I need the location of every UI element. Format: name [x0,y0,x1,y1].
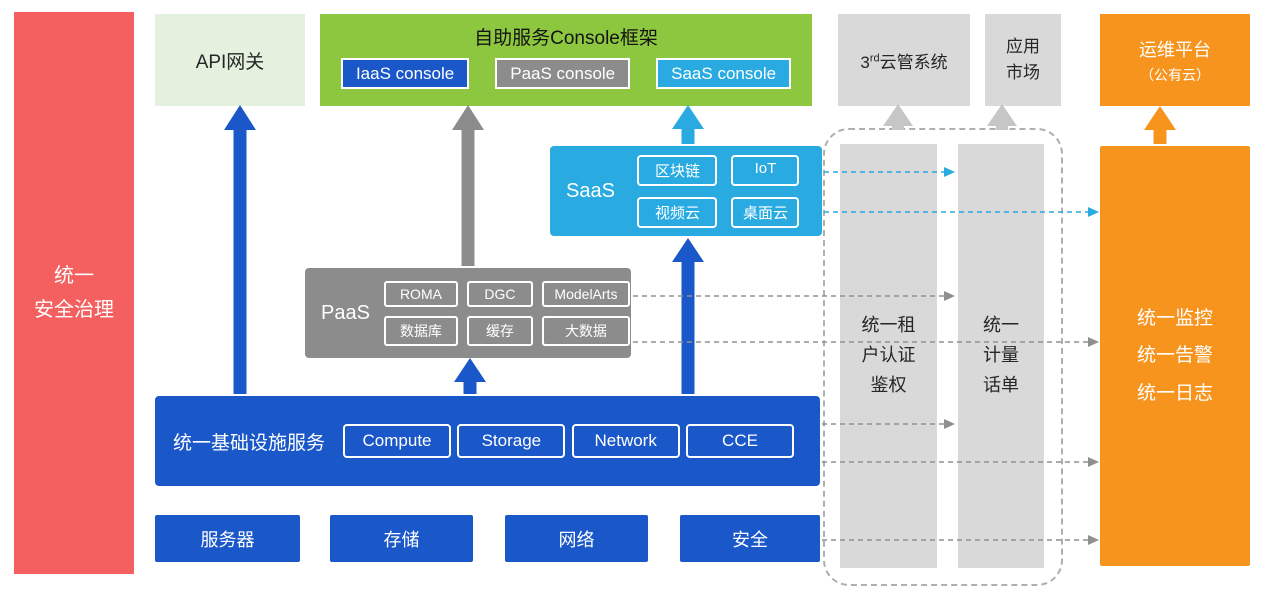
infra-service-storage: Storage [457,424,566,458]
arrow-paas-to-console [452,105,484,266]
saas-service-blockchain: 区块链 [637,154,718,186]
arrow-infra-to-paas [454,358,486,394]
metering-billing-bar: 统一 计量 话单 [958,144,1044,568]
paas-service-database: 数据库 [383,315,458,346]
third-cloud-suffix: 云管系统 [879,52,948,72]
resource-box-storage: 存储 [330,515,473,562]
console-chip-row: IaaS console PaaS console SaaS console [340,58,792,89]
infrastructure-block: 统一基础设施服务 Compute Storage Network CCE [155,396,820,486]
arrow-infra-to-api-gateway [224,105,256,394]
iaas-console-chip: IaaS console [340,58,470,89]
infra-service-cce: CCE [686,424,794,458]
arrow-metering-to-app-market [987,104,1017,130]
third-cloud-superscript: rd [869,51,880,64]
console-frame-title: 自助服务Console框架 [474,28,658,49]
paas-block-label: PaaS [321,301,370,324]
infrastructure-service-row: Compute Storage Network CCE [343,424,794,458]
infrastructure-label: 统一基础设施服务 [173,432,326,454]
ops-platform-box: 运维平台 （公有云） [1100,14,1250,106]
third-party-cloud-box: 3rd云管系统 [838,14,970,106]
paas-service-cache: 缓存 [466,315,533,346]
resource-box-server: 服务器 [155,515,300,562]
arrow-infra-to-saas [672,238,704,394]
console-frame-box: 自助服务Console框架 IaaS console PaaS console … [320,14,812,106]
app-market-label: 应用 市场 [1006,36,1040,82]
paas-service-bigdata: 大数据 [541,315,630,346]
arrow-saas-to-console [672,105,704,144]
security-governance-label: 统一 安全治理 [34,265,114,321]
saas-block-label: SaaS [566,179,615,202]
infra-service-network: Network [571,424,680,458]
saas-service-iot: IoT [731,154,800,186]
paas-service-roma: ROMA [383,280,458,307]
monitoring-alarm-log-bar: 统一监控 统一告警 统一日志 [1100,146,1250,566]
third-party-cloud-label: 3rd云管系统 [860,48,947,73]
paas-service-modelarts: ModelArts [541,280,630,307]
resource-box-network: 网络 [505,515,648,562]
paas-block: PaaS ROMA DGC ModelArts 数据库 缓存 大数据 [305,268,631,358]
saas-console-chip: SaaS console [656,58,792,89]
tenant-auth-bar: 统一租 户认证 鉴权 [840,144,937,568]
saas-service-grid: 区块链 IoT 视频云 桌面云 [629,154,808,228]
paas-console-chip: PaaS console [495,58,631,89]
saas-block: SaaS 区块链 IoT 视频云 桌面云 [550,146,822,236]
resource-box-security: 安全 [680,515,820,562]
monitoring-alarm-log-label: 统一监控 统一告警 统一日志 [1136,308,1213,404]
paas-service-dgc: DGC [466,280,533,307]
ops-platform-subtitle: （公有云） [1140,66,1210,83]
tenant-auth-label: 统一租 户认证 鉴权 [861,315,916,395]
arrow-monitor-to-ops-platform [1144,106,1176,144]
api-gateway-label: API网关 [195,51,265,73]
metering-billing-label: 统一 计量 话单 [983,315,1019,395]
ops-platform-title: 运维平台 [1139,39,1211,60]
third-cloud-prefix: 3 [860,52,870,72]
shared-services-dashed-group [823,128,1063,586]
app-market-box: 应用 市场 [985,14,1061,106]
api-gateway-box: API网关 [155,14,305,106]
infra-service-compute: Compute [343,424,452,458]
paas-service-grid: ROMA DGC ModelArts 数据库 缓存 大数据 [383,280,630,346]
arrow-auth-to-third-cloud [883,104,913,130]
saas-service-video-cloud: 视频云 [637,196,718,228]
saas-service-desktop-cloud: 桌面云 [731,196,800,228]
security-governance-bar: 统一 安全治理 [14,12,134,574]
